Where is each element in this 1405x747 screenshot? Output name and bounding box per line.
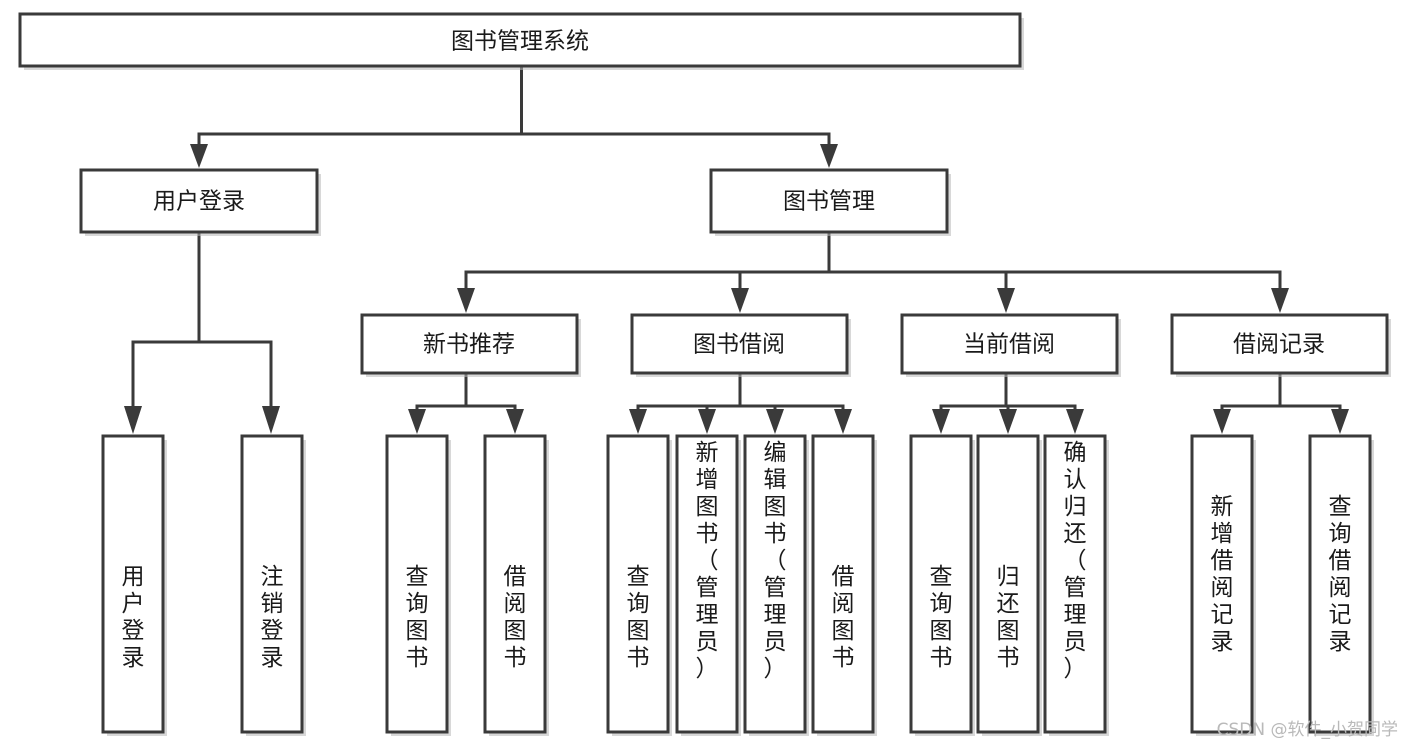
node-leaf-user-logout[interactable]: 注销登录 (240, 434, 306, 736)
node-leaf-add-record-label: 新增借阅记录 (1211, 494, 1234, 655)
node-leaf-query-record-box (1308, 434, 1372, 734)
node-borrow-record-box (1170, 313, 1389, 375)
node-user-login-box (79, 168, 319, 234)
node-leaf-query-book-2[interactable]: 查询图书 (606, 434, 672, 736)
arrow-current-borrow (997, 288, 1015, 313)
node-leaf-borrow-book-1-box (483, 434, 547, 734)
arrow-leaf-query-record (1331, 409, 1349, 434)
node-borrow-record[interactable]: 借阅记录 (1170, 313, 1391, 377)
node-book-borrow[interactable]: 图书借阅 (630, 313, 851, 377)
node-book-manage-label: 图书管理 (783, 189, 875, 215)
node-leaf-user-login-label: 用户登录 (122, 564, 145, 671)
arrow-leaf-add-record (1213, 409, 1231, 434)
node-leaf-user-login-box (101, 434, 165, 734)
node-leaf-edit-book-label: 编辑图书（管理员） (764, 440, 787, 682)
node-leaf-borrow-book-2[interactable]: 借阅图书 (811, 434, 877, 736)
node-book-borrow-box (630, 313, 849, 375)
node-leaf-add-book[interactable]: 新增图书（管理员） (675, 434, 741, 736)
arrow-leaf-query-book-3 (932, 409, 950, 434)
node-book-manage-box (709, 168, 949, 234)
node-leaf-confirm-return-box (1043, 434, 1107, 734)
node-leaf-confirm-return-label: 确认归还（管理员） (1064, 440, 1087, 682)
node-leaf-query-book-1-label: 查询图书 (406, 564, 429, 671)
arrow-leaf-borrow-book-2 (834, 409, 852, 434)
arrow-leaf-return-book (999, 409, 1017, 434)
arrow-leaf-user-login (124, 406, 142, 434)
node-root-label: 图书管理系统 (451, 29, 589, 55)
connectors-layer (124, 64, 1349, 434)
node-new-book-rec[interactable]: 新书推荐 (360, 313, 581, 377)
node-leaf-confirm-return[interactable]: 确认归还（管理员） (1043, 434, 1109, 736)
node-leaf-return-book-box (976, 434, 1040, 734)
csdn-watermark: CSDN @软件_小贺同学 (1217, 720, 1398, 740)
node-user-login-label: 用户登录 (153, 189, 245, 215)
node-current-borrow-label: 当前借阅 (963, 332, 1055, 358)
node-leaf-borrow-book-1-label: 借阅图书 (504, 564, 527, 671)
node-new-book-rec-box (360, 313, 579, 375)
node-leaf-edit-book-box (743, 434, 807, 734)
node-leaf-query-book-3-box (909, 434, 973, 734)
node-leaf-borrow-book-2-box (811, 434, 875, 734)
node-current-borrow[interactable]: 当前借阅 (900, 313, 1121, 377)
node-leaf-query-book-2-box (606, 434, 670, 734)
node-leaf-borrow-book-2-label: 借阅图书 (832, 564, 855, 671)
arrow-book-borrow (731, 288, 749, 313)
node-leaf-user-logout-label: 注销登录 (261, 564, 284, 671)
node-leaf-return-book[interactable]: 归还图书 (976, 434, 1042, 736)
node-leaf-query-book-1[interactable]: 查询图书 (385, 434, 451, 736)
node-book-borrow-label: 图书借阅 (693, 332, 785, 358)
arrow-leaf-user-logout (262, 406, 280, 434)
node-leaf-query-book-3[interactable]: 查询图书 (909, 434, 975, 736)
arrow-leaf-confirm-return (1066, 409, 1084, 434)
node-leaf-user-logout-box (240, 434, 304, 734)
arrow-borrow-record (1271, 288, 1289, 313)
arrow-leaf-query-book-1 (408, 409, 426, 434)
arrow-book-manage (820, 144, 838, 168)
node-user-login[interactable]: 用户登录 (79, 168, 321, 236)
node-leaf-borrow-book-1[interactable]: 借阅图书 (483, 434, 549, 736)
node-leaf-add-book-label: 新增图书（管理员） (696, 440, 719, 682)
node-leaf-return-book-label: 归还图书 (997, 564, 1020, 671)
node-leaf-query-book-1-box (385, 434, 449, 734)
node-leaf-add-record[interactable]: 新增借阅记录 (1190, 434, 1256, 736)
node-leaf-add-book-box (675, 434, 739, 734)
arrow-new-book-rec (457, 288, 475, 313)
node-leaf-edit-book[interactable]: 编辑图书（管理员） (743, 434, 809, 736)
arrow-leaf-query-book-2 (629, 409, 647, 434)
node-leaf-query-book-2-label: 查询图书 (627, 564, 650, 671)
node-leaf-user-login[interactable]: 用户登录 (101, 434, 167, 736)
node-current-borrow-box (900, 313, 1119, 375)
node-book-manage[interactable]: 图书管理 (709, 168, 951, 236)
arrow-leaf-edit-book (766, 409, 784, 434)
node-leaf-query-book-3-label: 查询图书 (930, 564, 953, 671)
node-borrow-record-label: 借阅记录 (1233, 332, 1325, 358)
node-new-book-rec-label: 新书推荐 (423, 332, 515, 358)
node-leaf-query-record[interactable]: 查询借阅记录 (1308, 434, 1374, 736)
node-leaf-add-record-box (1190, 434, 1254, 734)
node-root[interactable]: 图书管理系统 (18, 12, 1024, 70)
arrow-leaf-borrow-book-1 (506, 409, 524, 434)
node-leaf-query-record-label: 查询借阅记录 (1329, 494, 1352, 655)
arrow-user-login (190, 144, 208, 168)
node-root-box (18, 12, 1022, 68)
arrow-leaf-add-book (698, 409, 716, 434)
